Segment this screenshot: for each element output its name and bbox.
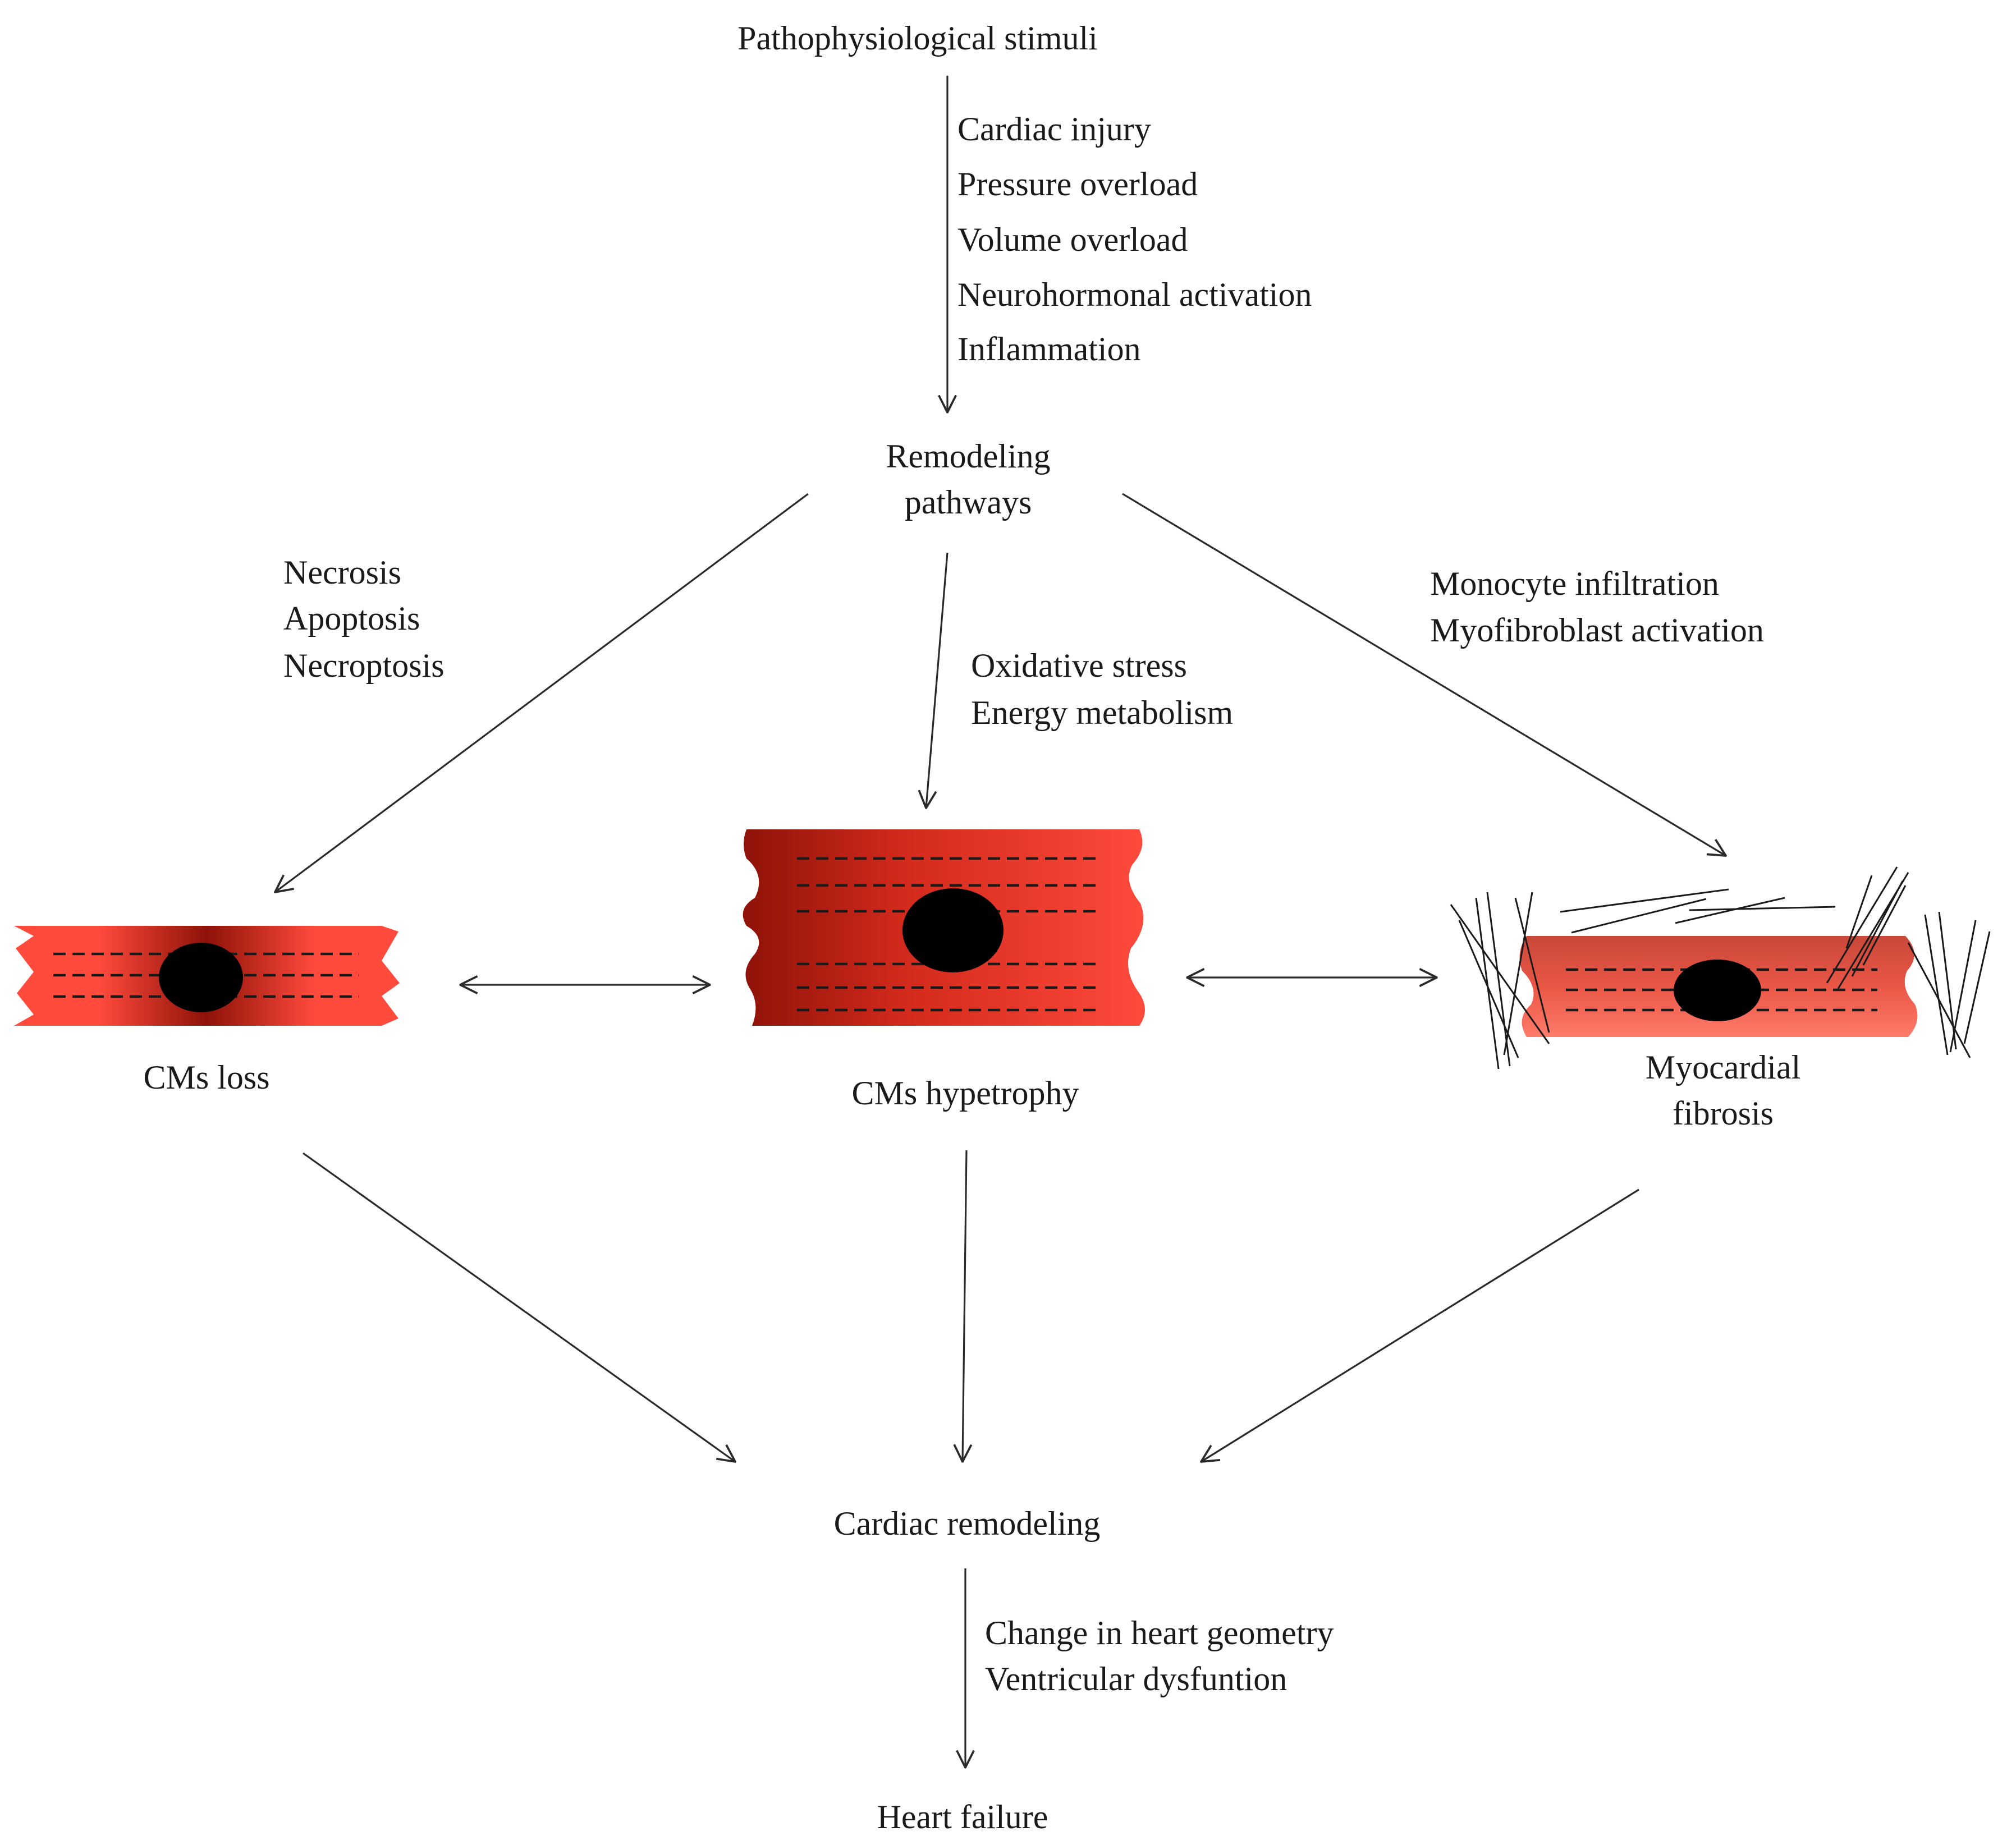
- collagen-fiber: [1514, 897, 1550, 1033]
- collagen-fiber: [1845, 875, 1873, 949]
- stimulus-item: Pressure overload: [957, 166, 1198, 203]
- hypertrophy-nucleus: [902, 888, 1004, 972]
- outcome-item: Ventricular dysfuntion: [985, 1660, 1287, 1697]
- hypertrophy-mechanism-item: Oxidative stress: [971, 647, 1187, 684]
- cardiac-remodeling-label: Cardiac remodeling: [834, 1505, 1101, 1542]
- collagen-fiber: [1862, 885, 1907, 966]
- collagen-fiber: [1689, 906, 1836, 911]
- collagen-fiber: [1924, 914, 1949, 1055]
- fibrosis-nucleus: [1674, 960, 1761, 1021]
- collagen-fiber: [1486, 892, 1511, 1067]
- remodeling-pathways-line: pathways: [905, 484, 1032, 521]
- collagen-fiber: [1963, 931, 1991, 1044]
- hypertrophy-mechanisms-list: Oxidative stress Energy metabolism: [971, 647, 1233, 731]
- outcome-item: Change in heart geometry: [985, 1614, 1334, 1651]
- collagen-fibers: [1450, 866, 1991, 1070]
- collagen-fiber: [1949, 920, 1977, 1053]
- cms-loss-label: CMs loss: [143, 1059, 269, 1096]
- arrow-hypertrophy-to-remodeling: [963, 1150, 966, 1462]
- collagen-fiber: [1503, 892, 1533, 1055]
- remodeling-pathways-line: Remodeling: [886, 438, 1050, 475]
- arrow-pathways-to-hypertrophy: [926, 552, 949, 808]
- arrow-pathways-to-fibrosis: [1122, 493, 1726, 856]
- myocardial-fibrosis-label: Myocardial fibrosis: [1646, 1049, 1801, 1132]
- heart-failure-label: Heart failure: [877, 1798, 1048, 1835]
- loss-mechanisms-list: Necrosis Apoptosis Necroptosis: [283, 554, 445, 684]
- outcome-list: Change in heart geometry Ventricular dys…: [985, 1614, 1334, 1697]
- stimulus-item: Neurohormonal activation: [957, 276, 1312, 313]
- remodeling-pathways-label: Remodeling pathways: [886, 438, 1050, 521]
- myocardial-fibrosis-line: fibrosis: [1673, 1095, 1774, 1132]
- fibrosis-mechanisms-list: Monocyte infiltration Myofibroblast acti…: [1430, 565, 1764, 649]
- stimulus-item: Inflammation: [957, 331, 1141, 368]
- cms-hypertrophy-cell: [743, 829, 1145, 1026]
- myocardial-fibrosis-line: Myocardial: [1646, 1049, 1801, 1086]
- collagen-fiber: [1560, 888, 1729, 913]
- cms-hypertrophy-label: CMs hypetrophy: [852, 1075, 1079, 1112]
- fibrosis-mechanism-item: Monocyte infiltration: [1430, 565, 1719, 602]
- arrow-pathways-to-loss: [275, 493, 809, 892]
- cms-loss-cell: [14, 926, 400, 1026]
- loss-mechanism-item: Apoptosis: [283, 600, 420, 637]
- collagen-fiber: [1938, 911, 1957, 1050]
- collagen-fiber: [1851, 880, 1904, 977]
- stimulus-item: Volume overload: [957, 221, 1188, 258]
- stimuli-label: Pathophysiological stimuli: [737, 20, 1098, 57]
- fibrosis-mechanism-item: Myofibroblast activation: [1430, 612, 1764, 649]
- collagen-fiber: [1571, 898, 1707, 934]
- loss-mechanism-item: Necrosis: [283, 554, 401, 591]
- stimulus-item: Cardiac injury: [957, 111, 1151, 148]
- collagen-fiber: [1826, 866, 1898, 984]
- collagen-fiber: [1675, 897, 1785, 924]
- hypertrophy-mechanism-item: Energy metabolism: [971, 694, 1233, 731]
- loss-nucleus: [159, 943, 243, 1012]
- arrow-fibrosis-to-remodeling: [1201, 1188, 1639, 1462]
- loss-mechanism-item: Necroptosis: [283, 647, 445, 684]
- collagen-fiber: [1450, 904, 1550, 1044]
- myocardial-fibrosis-cell: [1450, 866, 1991, 1070]
- collagen-fiber: [1475, 897, 1500, 1070]
- stimuli-list: Cardiac injury Pressure overload Volume …: [957, 111, 1312, 368]
- arrow-loss-to-remodeling: [303, 1152, 735, 1462]
